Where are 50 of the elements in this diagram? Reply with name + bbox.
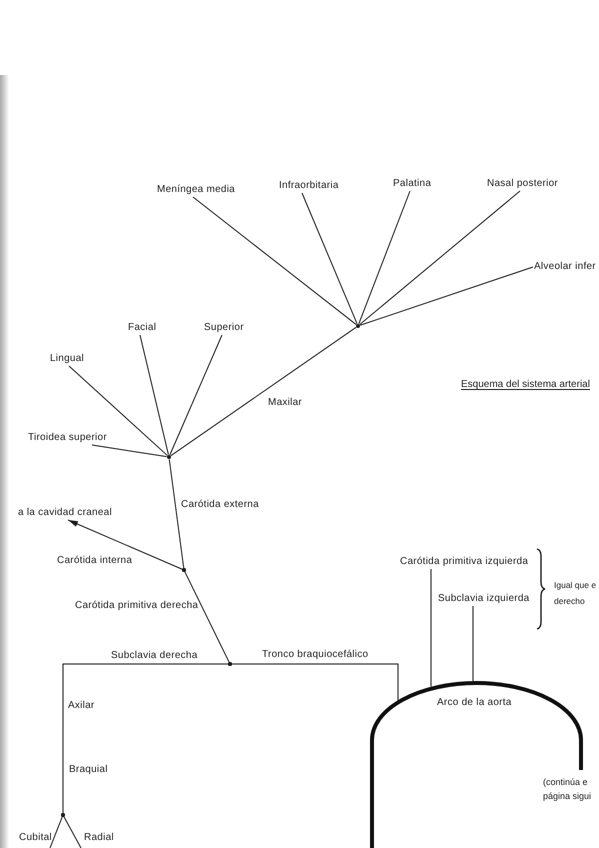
artery-line	[430, 568, 432, 688]
artery-line	[92, 444, 168, 458]
branch-label: Superior	[204, 322, 244, 334]
junction-dot	[166, 454, 172, 460]
branch-label: Tiroidea superior	[28, 432, 107, 444]
edge-label: Cubital	[19, 832, 52, 844]
edge-label: Carótida interna	[57, 555, 132, 567]
continuation-note: (continúa e página sigui	[543, 776, 592, 803]
artery-line	[192, 196, 357, 326]
artery-line	[168, 458, 184, 569]
junction-dot	[228, 662, 232, 666]
junction-dot	[182, 568, 186, 572]
note: Igual que e derecho	[554, 579, 598, 608]
edge-label: Carótida externa	[181, 499, 259, 511]
artery-line	[231, 663, 398, 701]
artery-label: Braquial	[69, 764, 108, 776]
artery-line	[50, 816, 63, 848]
branch-label: Meníngea media	[157, 184, 235, 196]
branch-label: Infraorbitaria	[279, 180, 339, 192]
artery-line	[302, 192, 358, 324]
artery-line	[62, 663, 229, 814]
artery-line	[184, 570, 230, 664]
edge-label: Carótida primitiva derecha	[75, 600, 198, 612]
edge-label: Tronco braquiocefálico	[262, 649, 368, 661]
artery-line	[140, 334, 169, 456]
artery-line	[169, 334, 222, 456]
branch-label: Carótida primitiva izquierda	[400, 556, 528, 568]
artery-line	[63, 816, 82, 848]
diagram-title: Esquema del sistema arterial	[461, 379, 590, 391]
edge-label: Maxilar	[268, 397, 302, 409]
artery-line	[358, 190, 410, 324]
branch-label: Nasal posterior	[487, 178, 558, 190]
artery-line	[68, 366, 168, 456]
artery-line	[170, 326, 357, 456]
artery-line	[359, 190, 520, 326]
branch-label: a la cavidad craneal	[18, 507, 112, 519]
junction-dot	[356, 324, 360, 328]
branch-label: Subclavia izquierda	[438, 593, 530, 605]
arch-label: Arco de la aorta	[437, 697, 512, 709]
artery-line	[360, 266, 534, 326]
artery-label: Axilar	[68, 700, 95, 712]
edge-label: Radial	[84, 832, 114, 844]
branch-label: Lingual	[50, 353, 84, 365]
branch-label: Palatina	[393, 178, 432, 190]
branch-label: Alveolar infer	[534, 261, 596, 273]
edge-label: Subclavia derecha	[111, 650, 198, 662]
arrow	[68, 520, 184, 570]
branch-label: Facial	[128, 322, 156, 334]
junction-dot	[61, 813, 65, 817]
artery-line	[472, 606, 474, 682]
